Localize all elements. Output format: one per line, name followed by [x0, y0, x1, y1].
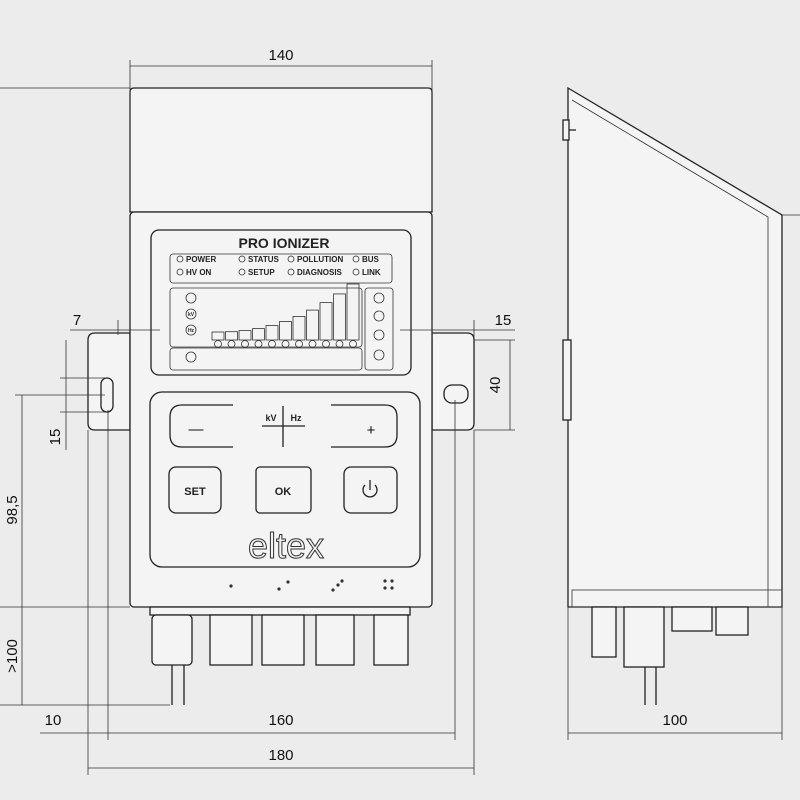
bar-segment: [225, 331, 238, 341]
right-mounting-slot: [443, 384, 469, 404]
bar-segment: [333, 293, 346, 341]
bar-dot: [214, 340, 222, 348]
dim-10: 10: [45, 712, 62, 729]
bar-dot: [227, 340, 236, 348]
side-connector: [591, 606, 617, 658]
dim-15-left: 15: [47, 429, 64, 446]
bar-dot: [322, 340, 330, 348]
connector-4: [373, 614, 409, 666]
top-cover: [129, 87, 433, 213]
bar-dot: [295, 340, 303, 348]
led-label: HV ON: [186, 268, 212, 277]
display-panel: [150, 229, 412, 376]
left-mounting-ear: [87, 332, 131, 431]
dim-160: 160: [268, 712, 293, 729]
keypad-panel: [149, 391, 421, 568]
led-label: DIAGNOSIS: [297, 268, 343, 277]
led-panel: [169, 253, 393, 284]
dim-140: 140: [268, 47, 293, 64]
hz-icon: [185, 324, 197, 336]
dim-180: 180: [268, 747, 293, 764]
side-view: [562, 86, 783, 705]
connector-2: [261, 614, 305, 666]
led-indicator: [287, 255, 295, 263]
led-indicator: [176, 268, 184, 276]
led-label: BUS: [362, 255, 380, 264]
fan-icon: [185, 292, 197, 304]
bar-graph-panel: [169, 287, 363, 348]
led-indicator: [287, 268, 295, 276]
front-view: PRO IONIZER POWER STATUS POLLUTION BUS HV ON…: [87, 87, 475, 705]
bar-segment: [238, 330, 252, 341]
set-button[interactable]: [168, 466, 222, 514]
right-mounting-ear: [431, 332, 475, 431]
bar-dot: [335, 340, 344, 348]
bar-dot: [268, 340, 276, 348]
mode-1-icon: [373, 292, 385, 304]
bar-dot: [281, 340, 290, 348]
connector-markings: [229, 579, 394, 592]
led-label: SETUP: [248, 268, 275, 277]
mode-icons-panel: [364, 287, 394, 371]
led-indicator: [352, 268, 360, 276]
mode-2-icon: [373, 310, 385, 322]
dim-7: 7: [73, 312, 81, 329]
led-indicator: [238, 255, 246, 263]
led-indicator: [352, 255, 360, 263]
fan-speed-icon: [185, 351, 197, 363]
led-label: POWER: [186, 255, 216, 264]
svg-text:Hz: Hz: [188, 328, 195, 334]
bar-segment: [252, 328, 265, 341]
dim-98-5: 98,5: [4, 495, 21, 524]
ok-button[interactable]: [255, 466, 312, 514]
bar-dot: [254, 340, 263, 348]
led-label: STATUS: [248, 255, 279, 264]
eltex-logo: eltex: [248, 525, 324, 566]
dim-40: 40: [487, 377, 504, 394]
bar-segment: [346, 283, 360, 341]
led-label: LINK: [362, 268, 381, 277]
power-icon: [362, 480, 378, 498]
minus-button[interactable]: [169, 404, 233, 448]
bar-dot: [349, 340, 357, 348]
svg-text:kV: kV: [188, 312, 195, 318]
plus-button[interactable]: [331, 404, 398, 448]
dim-100-clearance: >100: [4, 639, 21, 673]
bar-segment: [279, 321, 292, 341]
hz-label: Hz: [291, 413, 302, 423]
bar-segment: [265, 325, 279, 341]
kv-label: kV: [265, 413, 276, 423]
mode-4-icon: [373, 349, 385, 361]
svg-text:OK: OK: [275, 486, 292, 498]
dim-100-depth: 100: [662, 712, 687, 729]
bar-graph-lower-panel: [169, 347, 363, 371]
bar-dot: [308, 340, 317, 348]
cable-gland: [151, 614, 193, 666]
power-button[interactable]: [343, 466, 398, 514]
svg-text:—: —: [189, 421, 204, 438]
bar-dot: [241, 340, 249, 348]
bar-segment: [306, 309, 319, 341]
bar-segment: [211, 331, 225, 341]
led-indicator: [238, 268, 246, 276]
dim-15-right: 15: [495, 312, 512, 329]
mode-3-icon: [373, 329, 385, 341]
kv-icon: [185, 308, 197, 320]
bar-segment: [319, 302, 333, 341]
svg-text:SET: SET: [184, 486, 206, 498]
connectors: [149, 606, 411, 705]
dimension-lines: [0, 60, 800, 775]
side-cable-gland: [623, 606, 665, 668]
led-indicator: [176, 255, 184, 263]
led-label: POLLUTION: [297, 255, 343, 264]
svg-text:+: +: [367, 422, 376, 439]
connector-1: [209, 614, 253, 666]
bar-segment: [292, 315, 306, 341]
product-title: PRO IONIZER: [238, 235, 329, 251]
connector-3: [315, 614, 355, 666]
